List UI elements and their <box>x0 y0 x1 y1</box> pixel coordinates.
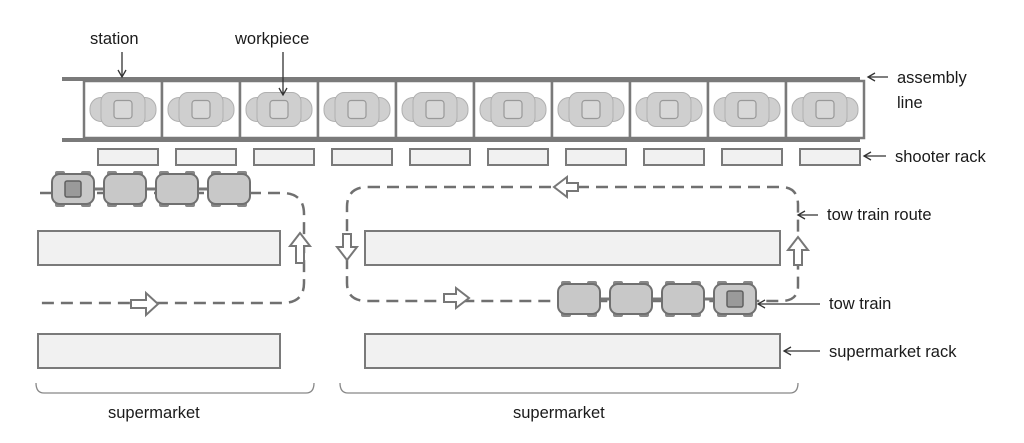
label-supermarket-right: supermarket <box>513 404 605 422</box>
shooter-rack <box>409 148 471 166</box>
direction-arrow-right-icon <box>130 290 160 318</box>
shooter-rack <box>97 148 159 166</box>
label-station: station <box>90 30 139 48</box>
tow-train-wagon <box>661 281 705 317</box>
direction-arrow-left-icon <box>552 174 579 200</box>
direction-arrow-down-icon <box>334 233 360 262</box>
workpiece-icon <box>635 92 703 127</box>
workpiece-icon <box>791 92 859 127</box>
tow-train-left <box>51 171 251 207</box>
shooter-rack <box>721 148 783 166</box>
label-tow-train: tow train <box>829 295 891 313</box>
shooter-rack <box>331 148 393 166</box>
shooter-rack <box>175 148 237 166</box>
supermarket-rack-right-upper <box>364 230 781 266</box>
shooter-rack <box>487 148 549 166</box>
label-workpiece: workpiece <box>234 30 309 48</box>
tow-train-wagon <box>103 171 147 207</box>
shooter-rack <box>565 148 627 166</box>
label-supermarket-rack: supermarket rack <box>829 343 957 361</box>
tow-train-wagon <box>557 281 601 317</box>
supermarket-bracket-left <box>35 382 315 394</box>
supermarket-rack-right-lower <box>364 333 781 369</box>
workpiece-icon <box>401 92 469 127</box>
label-supermarket-left: supermarket <box>108 404 200 422</box>
shooter-racks <box>97 148 861 166</box>
assembly-line-stations <box>82 79 866 140</box>
direction-arrow-up-icon <box>287 231 313 264</box>
tow-train-locomotive <box>51 171 95 207</box>
shooter-rack <box>799 148 861 166</box>
tow-train-wagon <box>155 171 199 207</box>
tow-train-locomotive <box>713 281 757 317</box>
tow-train-right <box>557 281 757 317</box>
label-assembly-line-2: line <box>897 94 923 112</box>
label-tow-train-route: tow train route <box>827 206 932 224</box>
label-assembly-line-1: assembly <box>897 69 967 87</box>
shooter-rack <box>643 148 705 166</box>
workpiece-icon <box>557 92 625 127</box>
tow-train-wagon <box>609 281 653 317</box>
shooter-rack <box>253 148 315 166</box>
tow-train-wagon <box>207 171 251 207</box>
workpiece-icon <box>323 92 391 127</box>
workpiece-icon <box>245 92 313 127</box>
workpiece-icon <box>479 92 547 127</box>
supermarket-bracket-right <box>339 382 799 394</box>
supermarket-rack-left-upper <box>37 230 281 266</box>
workpiece-icon <box>167 92 235 127</box>
label-shooter-rack: shooter rack <box>895 148 987 166</box>
supermarket-rack-left-lower <box>37 333 281 369</box>
workpiece-icon <box>713 92 781 127</box>
direction-arrow-up-icon <box>785 235 811 266</box>
direction-arrow-right-icon <box>443 285 471 311</box>
workpiece-icon <box>89 92 157 127</box>
